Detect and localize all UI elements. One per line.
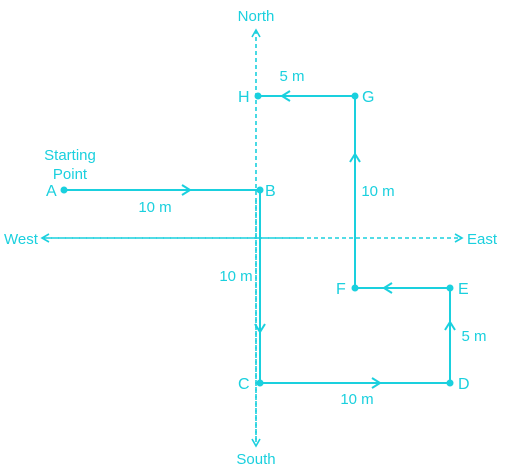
arrow-g-h <box>280 90 291 102</box>
point-f-dot <box>351 284 359 292</box>
label-point-b: B <box>265 183 276 200</box>
arrow-a-b <box>181 184 192 196</box>
distance-d-e: 5 m <box>461 328 486 345</box>
label-point-h: H <box>238 89 250 106</box>
label-west: West <box>4 231 39 248</box>
distance-f-g: 10 m <box>361 183 394 200</box>
label-point-d: D <box>458 376 470 393</box>
distance-a-b: 10 m <box>138 199 171 216</box>
arrow-c-d <box>371 377 382 389</box>
label-point-e: E <box>458 281 469 298</box>
point-c-dot <box>256 379 264 387</box>
label-point-g: G <box>362 89 374 106</box>
label-point-f: F <box>336 281 346 298</box>
point-h-dot <box>254 92 262 100</box>
label-starting: Starting <box>44 147 96 164</box>
point-e-dot <box>446 284 454 292</box>
arrow-b-c <box>254 323 266 334</box>
point-a-dot <box>60 186 68 194</box>
arrow-f-g <box>349 152 361 163</box>
arrow-d-e <box>444 320 456 331</box>
arrow-e-f <box>382 282 393 294</box>
distance-c-d: 10 m <box>340 391 373 408</box>
point-b-dot <box>256 186 264 194</box>
label-point-c: C <box>238 376 250 393</box>
label-north: North <box>238 8 275 25</box>
label-south: South <box>236 451 275 468</box>
point-g-dot <box>351 92 359 100</box>
label-east: East <box>467 231 498 248</box>
label-point-a: A <box>46 183 57 200</box>
point-d-dot <box>446 379 454 387</box>
distance-g-h: 5 m <box>279 68 304 85</box>
label-point: Point <box>53 166 88 183</box>
distance-b-c: 10 m <box>219 268 252 285</box>
